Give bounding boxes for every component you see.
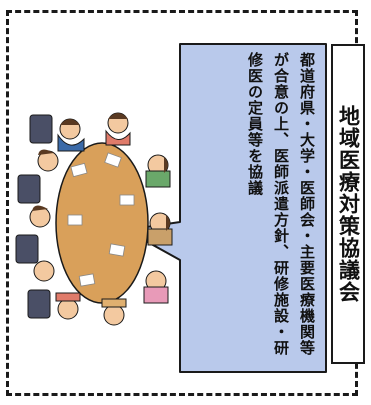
title-box: 地域医療対策協議会 [331, 44, 365, 364]
title-text: 地域医療対策協議会 [336, 105, 361, 303]
meeting-illustration [15, 112, 173, 326]
description-text: 都道府県・大学・医師会・主要医療機関等が合意の上、医師派遣方針、研修施設・研修医… [246, 52, 316, 356]
